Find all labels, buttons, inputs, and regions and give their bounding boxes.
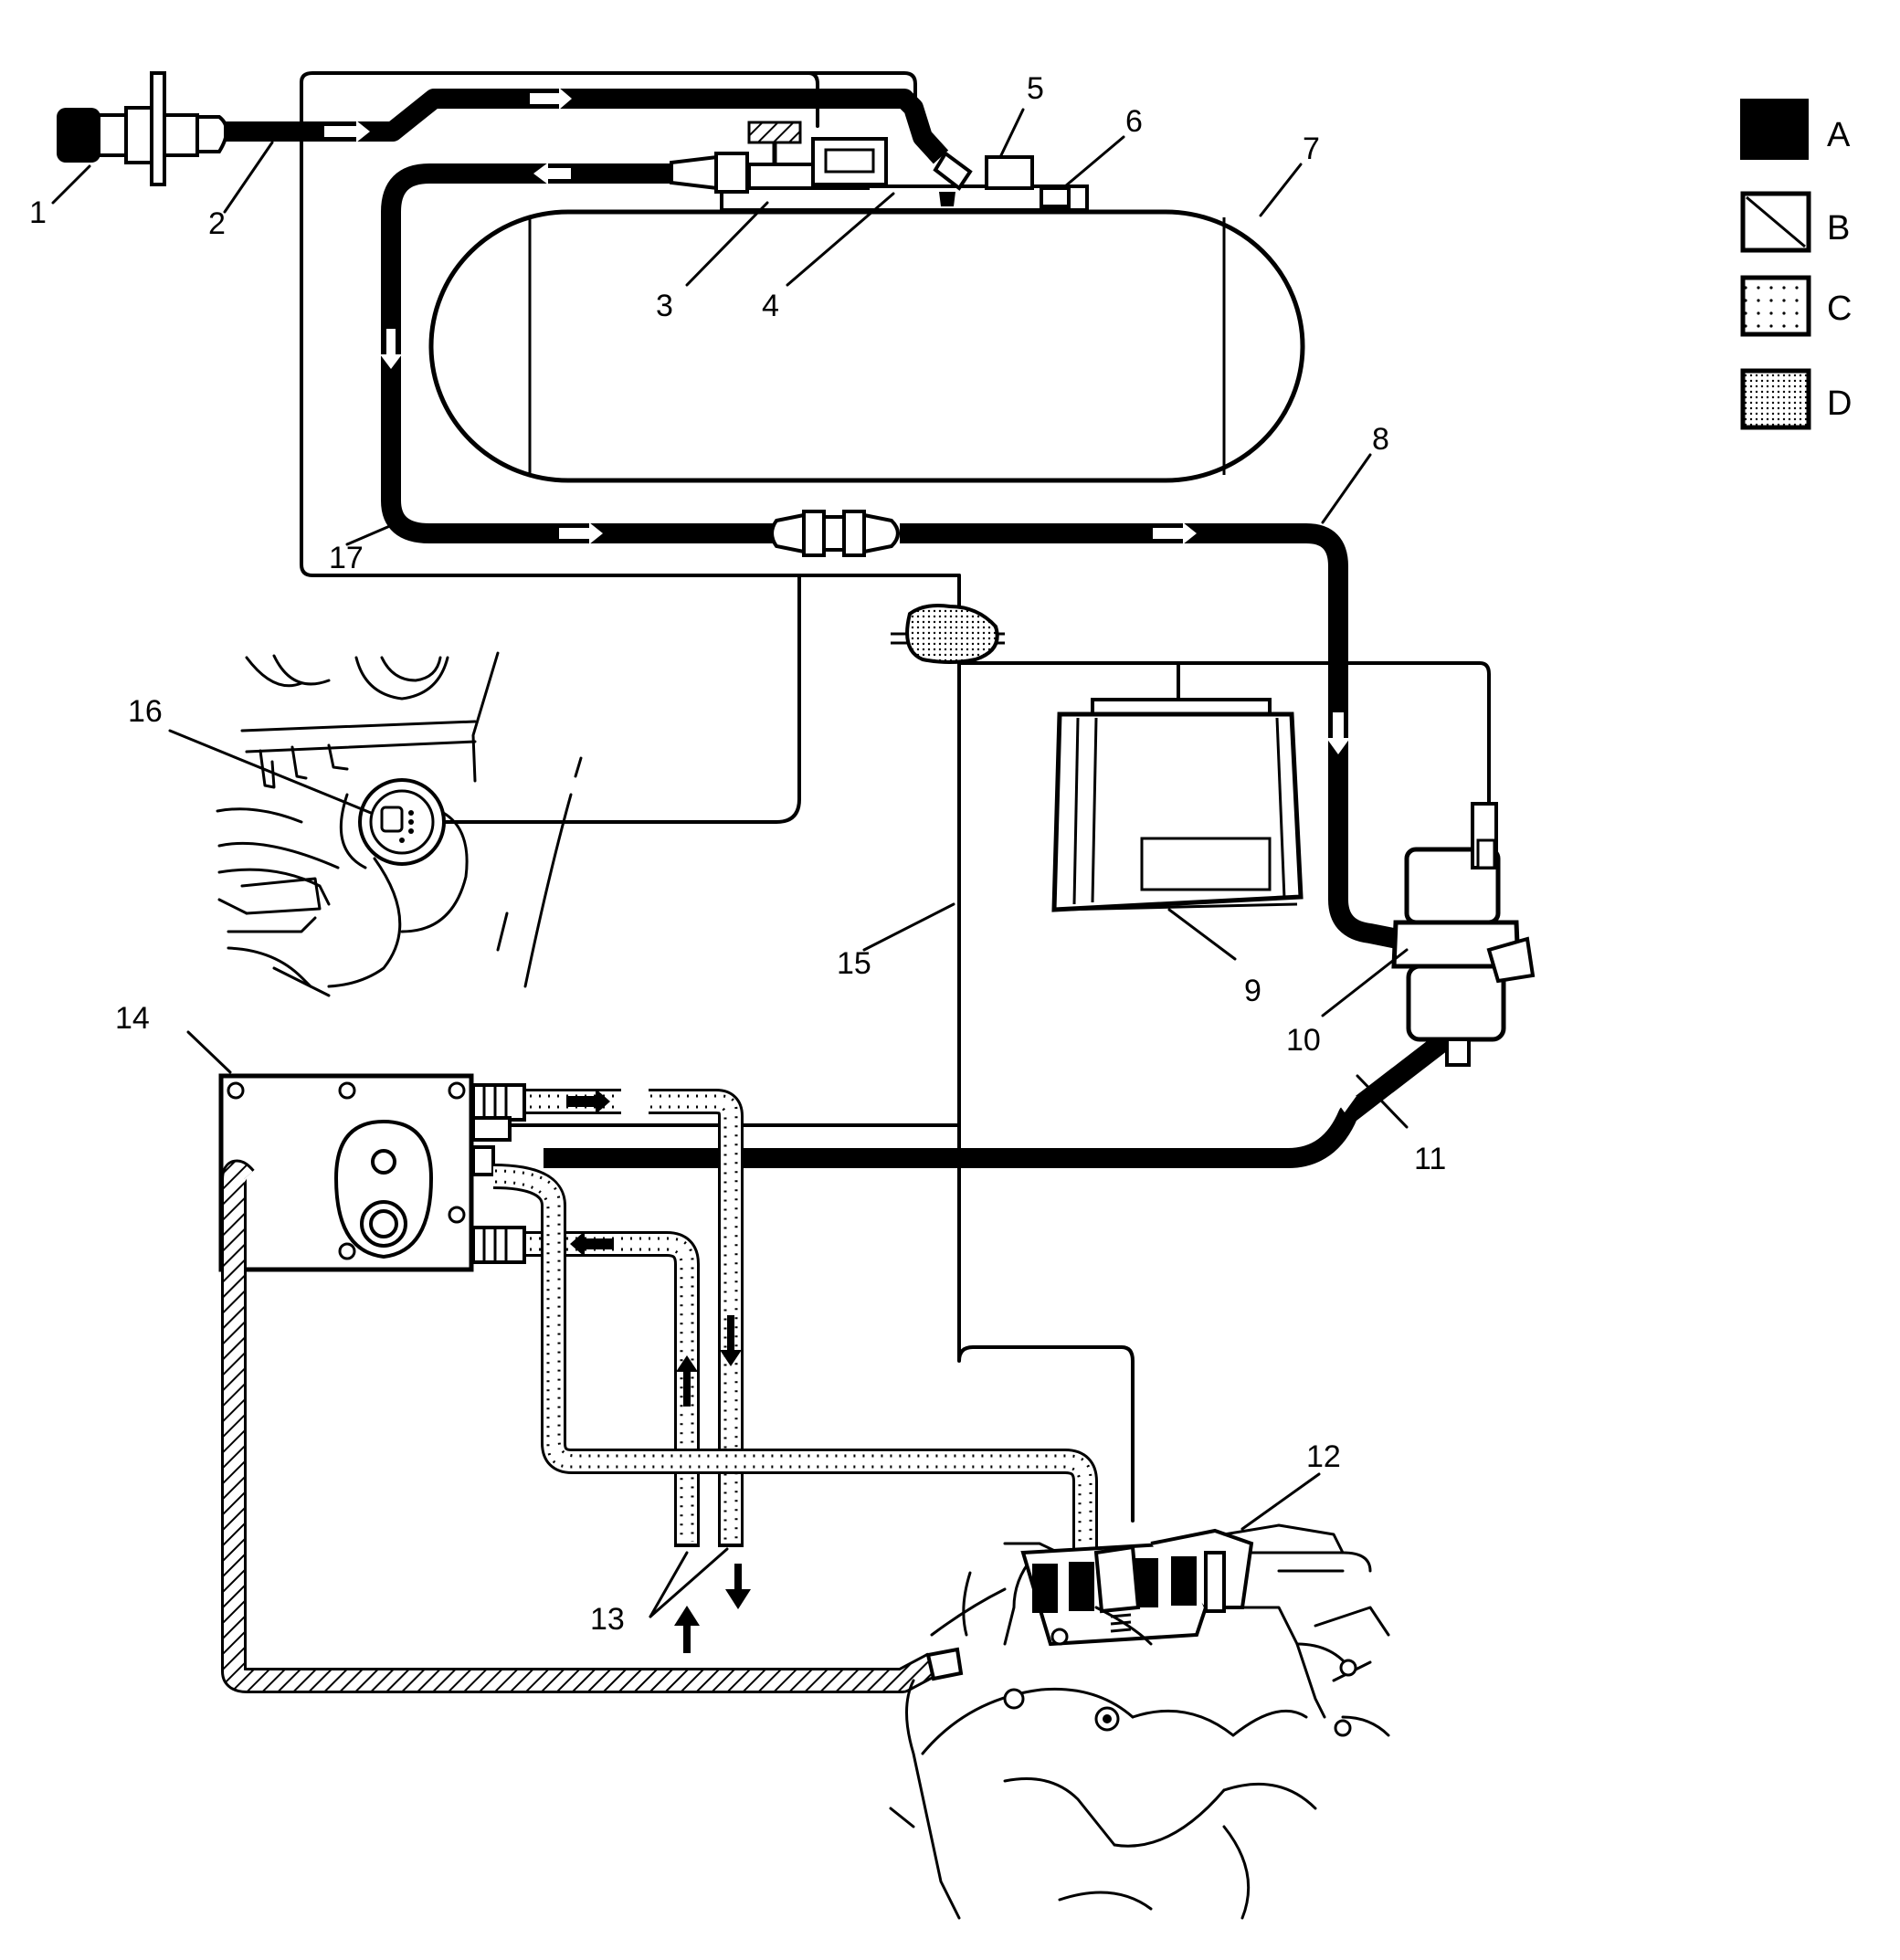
callout-16: 16: [128, 694, 163, 729]
engine-injector-rail: [889, 1523, 1390, 1920]
legend-label-d: D: [1827, 385, 1852, 423]
callout-4: 4: [762, 289, 779, 323]
lpg-tank: [428, 209, 1305, 483]
callout-10: 10: [1286, 1023, 1321, 1058]
feed-line-8: [900, 523, 1400, 949]
filling-gas-line: [290, 89, 949, 164]
legend-swatch-dense-dots: [1740, 368, 1811, 430]
leader-lines: [51, 108, 1409, 1618]
vacuum-line: [221, 1159, 964, 1693]
callout-2: 2: [208, 206, 226, 241]
legend-label-b: B: [1827, 209, 1850, 248]
filler-valve: [57, 71, 228, 186]
callout-8: 8: [1372, 422, 1389, 457]
legend-label-c: C: [1827, 290, 1852, 328]
callout-13: 13: [590, 1602, 625, 1637]
callouts: 1 2 3 4 5 6 7 8 9 10 11 12 13 14 15 16 1…: [29, 71, 1446, 1637]
legend-swatch-sparse-dots: [1740, 275, 1811, 337]
pressure-regulator: [1391, 802, 1536, 1067]
fuel-switch: [380, 806, 404, 833]
callout-7: 7: [1303, 132, 1320, 166]
vaporizer-unit: [218, 1073, 526, 1272]
coolant-hoses: [492, 1089, 1098, 1571]
flow-arrows: [324, 88, 1356, 1112]
callout-15: 15: [837, 946, 871, 981]
callout-12: 12: [1306, 1439, 1341, 1474]
callout-6: 6: [1125, 104, 1143, 139]
regulator-to-rail-line: [544, 976, 1503, 1168]
callout-17: 17: [329, 541, 364, 575]
callout-9: 9: [1244, 974, 1261, 1008]
harness-grommet: [891, 604, 1005, 664]
callout-14: 14: [115, 1001, 150, 1036]
legend: A B C D: [1740, 99, 1852, 430]
legend-item-c: C: [1740, 275, 1852, 337]
inline-union: [770, 510, 900, 557]
legend-label-a: A: [1827, 116, 1851, 154]
legend-item-a: A: [1740, 99, 1851, 160]
tank-multivalve: [720, 121, 1089, 212]
ecu: [1051, 698, 1304, 912]
callout-5: 5: [1027, 71, 1044, 106]
callout-1: 1: [29, 195, 47, 230]
dashboard-sketch: [216, 651, 583, 997]
legend-item-b: B: [1740, 191, 1850, 253]
legend-item-d: D: [1740, 368, 1852, 430]
callout-3: 3: [656, 289, 673, 323]
coolant-flow-arrows: [566, 1089, 751, 1653]
legend-swatch-solid: [1740, 99, 1809, 160]
callout-11: 11: [1414, 1142, 1446, 1176]
